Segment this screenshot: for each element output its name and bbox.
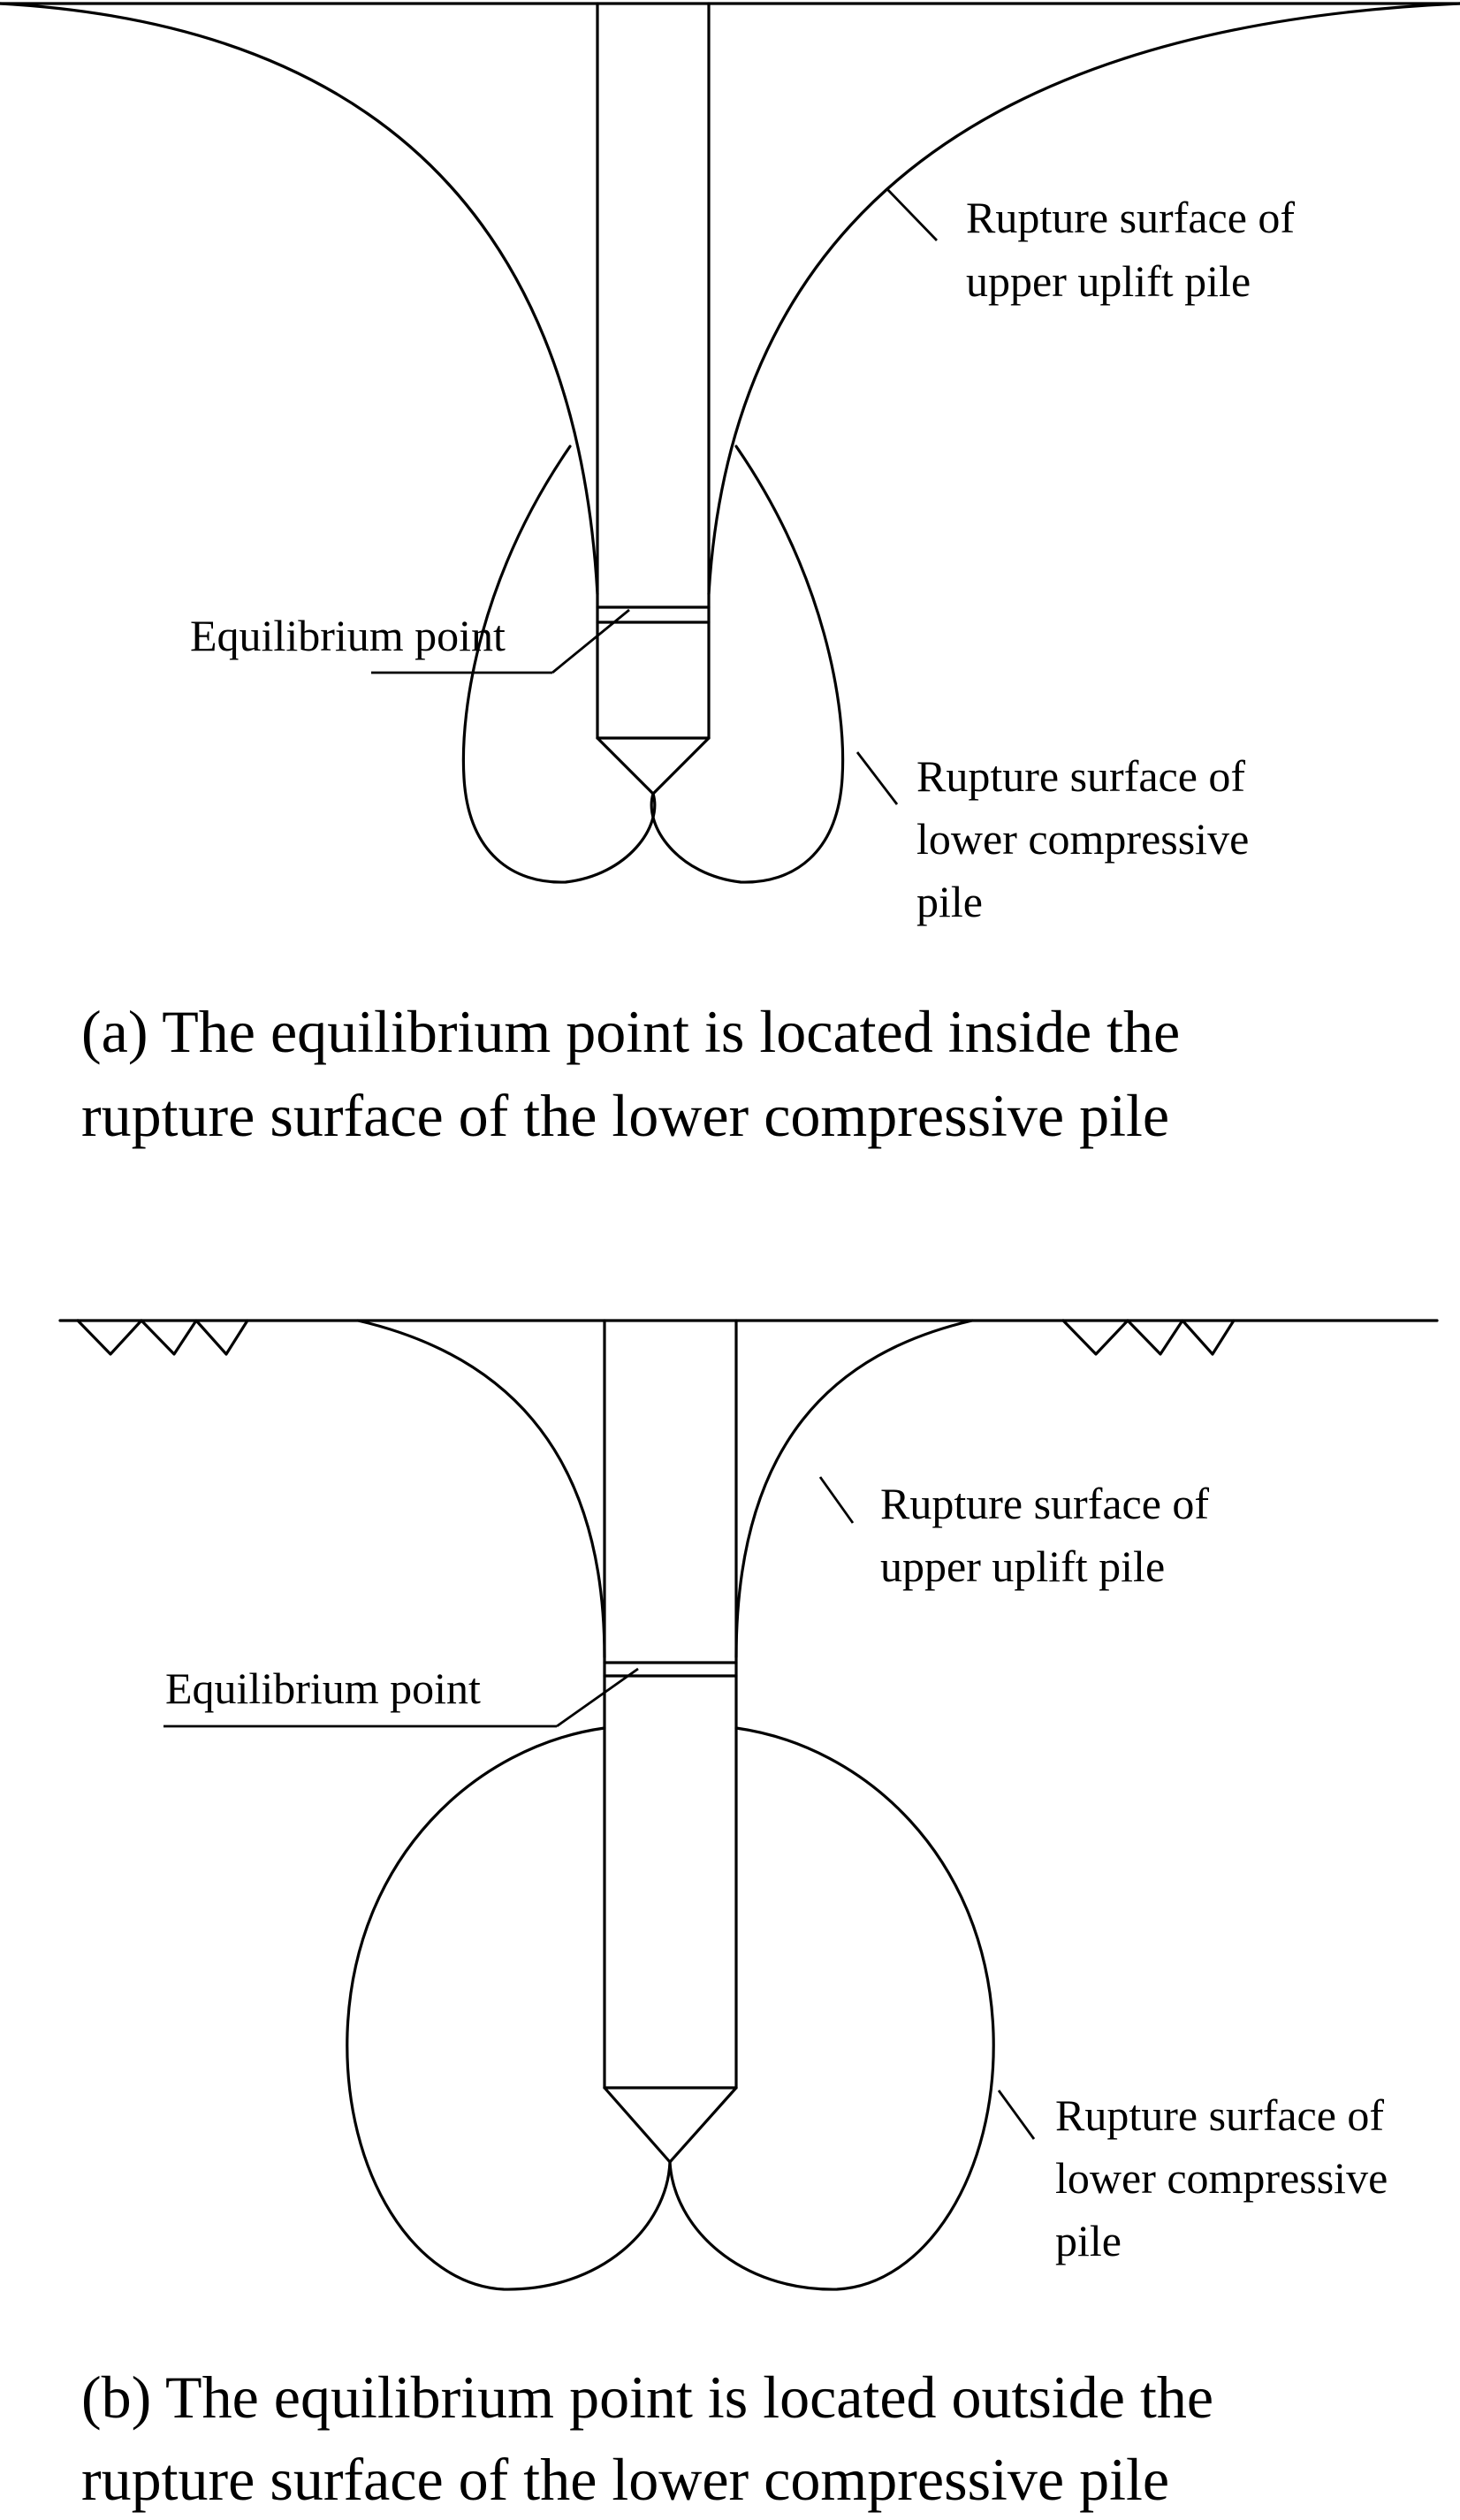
lower-rupture-label-b-2: lower compressive <box>1055 2153 1388 2203</box>
upper-rupture-surface-left-a <box>0 2 599 596</box>
pile-a <box>596 2 711 796</box>
equilibrium-leader-b <box>556 1667 639 1728</box>
lower-rupture-label-a-2: lower compressive <box>916 814 1249 864</box>
pile-tip-b <box>603 2086 738 2164</box>
lower-rupture-label-b-3: pile <box>1055 2216 1122 2265</box>
lower-rupture-surface-left-a <box>461 445 657 884</box>
lower-label-leader-b <box>997 2090 1036 2140</box>
upper-rupture-label-a: Rupture surface of <box>966 193 1295 242</box>
ground-hatch-right-b <box>1061 1319 1236 1356</box>
equilibrium-point-label-a: Equilibrium point <box>190 611 506 660</box>
ground-hatch-left-b <box>76 1319 249 1356</box>
upper-rupture-surface-left-b <box>356 1319 606 1659</box>
panel-b: Rupture surface of upper uplift pile Equ… <box>58 1319 1439 2513</box>
panel-a: Rupture surface of upper uplift pile Equ… <box>0 2 1460 1149</box>
pile-b <box>603 1319 738 2164</box>
upper-rupture-label-a-2: upper uplift pile <box>966 256 1251 306</box>
lower-rupture-surface-left-b <box>346 1726 672 2291</box>
pile-tip-a <box>596 736 711 796</box>
upper-rupture-surface-right-b <box>734 1319 974 1659</box>
lower-label-leader-a <box>855 751 899 805</box>
upper-label-leader-a <box>885 187 939 241</box>
lower-rupture-surface-right-b <box>668 1726 995 2291</box>
lower-rupture-label-a: Rupture surface of <box>916 751 1245 801</box>
lower-rupture-surface-right-a <box>650 445 845 884</box>
caption-a-line1: (a) The equilibrium point is located ins… <box>81 998 1180 1065</box>
upper-rupture-label-b-2: upper uplift pile <box>880 1542 1165 1591</box>
caption-b-line1: (b) The equilibrium point is located out… <box>81 2364 1213 2431</box>
caption-b-line2: rupture surface of the lower compressive… <box>81 2446 1169 2513</box>
lower-rupture-label-b: Rupture surface of <box>1055 2090 1384 2140</box>
upper-rupture-surface-right-a <box>707 2 1460 596</box>
equilibrium-leader-a <box>551 608 630 674</box>
upper-label-leader-b <box>818 1476 855 1524</box>
lower-rupture-label-a-3: pile <box>916 877 983 926</box>
equilibrium-point-label-b: Equilibrium point <box>165 1664 481 1713</box>
caption-a-line2: rupture surface of the lower compressive… <box>81 1082 1169 1149</box>
upper-rupture-label-b: Rupture surface of <box>880 1479 1209 1528</box>
